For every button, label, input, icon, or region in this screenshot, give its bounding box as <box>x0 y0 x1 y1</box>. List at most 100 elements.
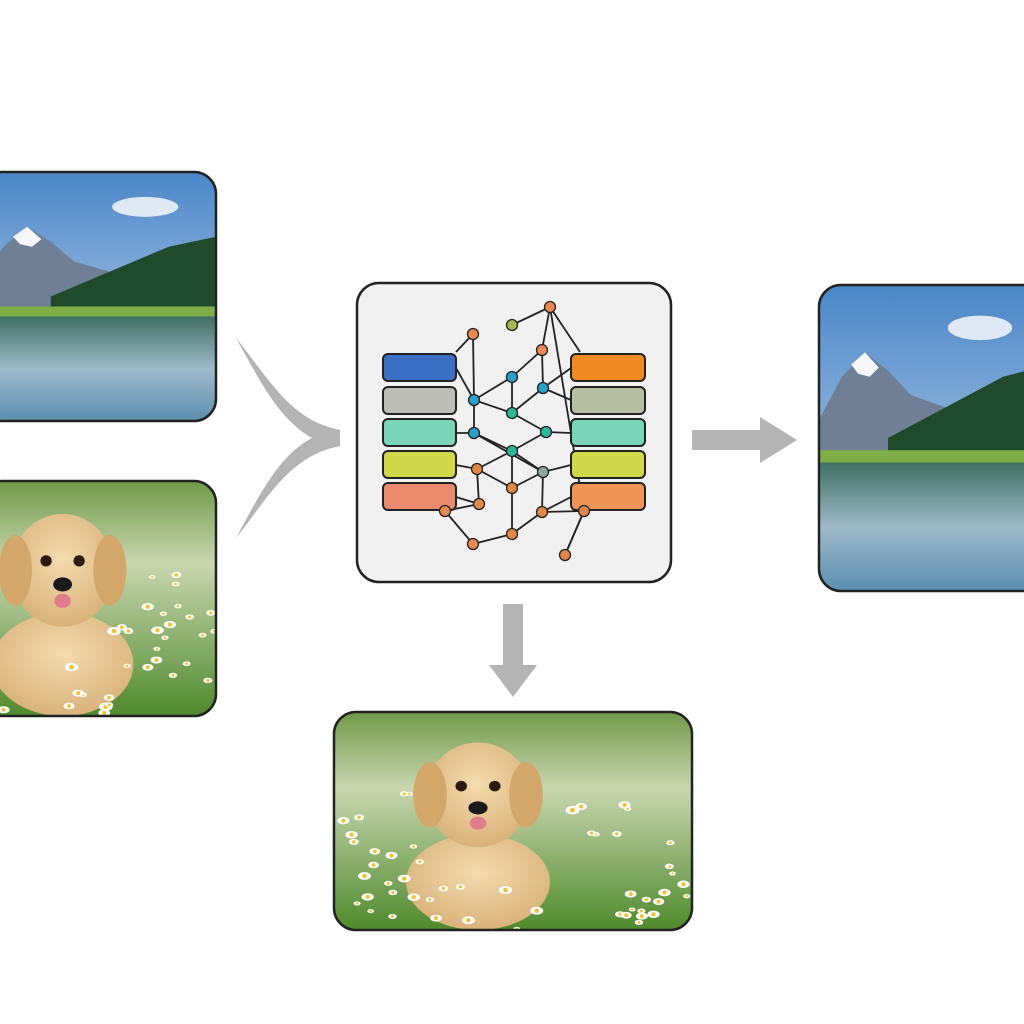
daisy-center <box>411 894 416 900</box>
daisy-center <box>681 882 686 887</box>
network-nodes <box>438 300 591 562</box>
connection-line <box>472 533 513 545</box>
input-landscape-frame <box>0 170 218 423</box>
connection-line <box>511 511 543 535</box>
daisy-center <box>434 916 439 921</box>
right-bar <box>570 353 646 382</box>
network-node <box>467 426 481 440</box>
left-bar <box>382 418 457 447</box>
daisy-center <box>209 611 213 615</box>
daisy-center <box>107 703 111 707</box>
input-puppy-image <box>0 481 216 716</box>
daisy-center <box>402 792 406 796</box>
daisy-center <box>107 695 111 700</box>
output-landscape-image <box>819 285 1024 591</box>
network-node <box>577 504 591 518</box>
right-bar <box>570 418 646 447</box>
daisy-center <box>639 914 644 919</box>
daisy-center <box>125 664 129 668</box>
daisy-center <box>631 908 634 911</box>
daisy-center <box>206 678 210 683</box>
connection-line <box>444 510 474 545</box>
input-puppy-frame <box>0 479 218 718</box>
daisy-center <box>76 691 81 696</box>
merge-arrow-icon <box>236 338 340 538</box>
connection-line <box>473 399 513 414</box>
network-node <box>466 327 480 341</box>
output-puppy-frame <box>332 710 694 932</box>
neural-network-model <box>355 281 673 584</box>
daisy-center <box>126 629 131 633</box>
network-node <box>558 548 572 562</box>
daisy-center <box>188 615 192 619</box>
network-node <box>539 425 553 439</box>
daisy-center <box>579 804 584 809</box>
daisy-center <box>357 815 361 820</box>
daisy-center <box>668 865 672 869</box>
output-puppy-image <box>334 712 692 930</box>
connection-line <box>472 333 475 401</box>
network-node <box>536 381 550 395</box>
daisy-center <box>174 582 178 586</box>
daisy-center <box>391 890 395 895</box>
daisy-center <box>176 604 180 608</box>
connection-line <box>541 306 551 351</box>
arrow-right-icon <box>692 417 797 463</box>
daisy-center <box>662 890 667 895</box>
daisy-center <box>418 860 422 864</box>
input-landscape-image <box>0 172 216 421</box>
network-node <box>536 465 550 479</box>
daisy-center <box>626 807 629 810</box>
connection-line <box>476 450 513 470</box>
daisy-center <box>408 792 411 795</box>
daisy-center <box>651 912 656 917</box>
daisy-center <box>386 881 390 885</box>
daisy-center <box>656 899 661 904</box>
connection-line <box>511 431 547 452</box>
connection-line <box>541 510 585 513</box>
connection-line <box>511 412 547 433</box>
daisy-center <box>362 873 367 879</box>
daisy-center <box>441 886 446 891</box>
daisy-center <box>151 575 154 579</box>
connection-line <box>541 471 544 513</box>
connection-line <box>511 349 543 378</box>
daisy-flowers <box>0 571 216 716</box>
daisy-center <box>391 914 394 918</box>
daisy-center <box>371 863 376 867</box>
daisy-center <box>637 920 641 924</box>
daisy-center <box>155 647 159 651</box>
daisy-center <box>369 909 372 913</box>
daisy-center <box>145 604 150 609</box>
network-node <box>505 406 519 420</box>
daisy-center <box>458 885 463 889</box>
daisy-center <box>503 887 508 893</box>
network-node <box>438 504 452 518</box>
connection-line <box>564 510 585 556</box>
daisy-center <box>349 832 354 837</box>
daisy-center <box>624 913 629 918</box>
daisy-center <box>628 891 633 897</box>
daisy-center <box>69 664 74 670</box>
network-node <box>505 318 519 332</box>
daisy-center <box>372 849 377 854</box>
left-bar <box>382 386 457 415</box>
network-node <box>505 444 519 458</box>
connection-line <box>541 349 544 389</box>
daisy-center <box>615 832 619 836</box>
network-node <box>472 497 486 511</box>
right-bar <box>570 386 646 415</box>
daisy-center <box>639 909 643 913</box>
daisy-center <box>355 902 359 905</box>
daisy-center <box>167 622 173 627</box>
daisy-center <box>174 573 179 577</box>
network-node <box>535 343 549 357</box>
network-node <box>505 481 519 495</box>
daisy-center <box>589 831 594 835</box>
daisy-center <box>201 633 204 637</box>
connection-line <box>549 306 581 353</box>
daisy-center <box>102 710 107 715</box>
arrow-down-icon <box>489 604 537 697</box>
daisy-center <box>352 840 356 844</box>
